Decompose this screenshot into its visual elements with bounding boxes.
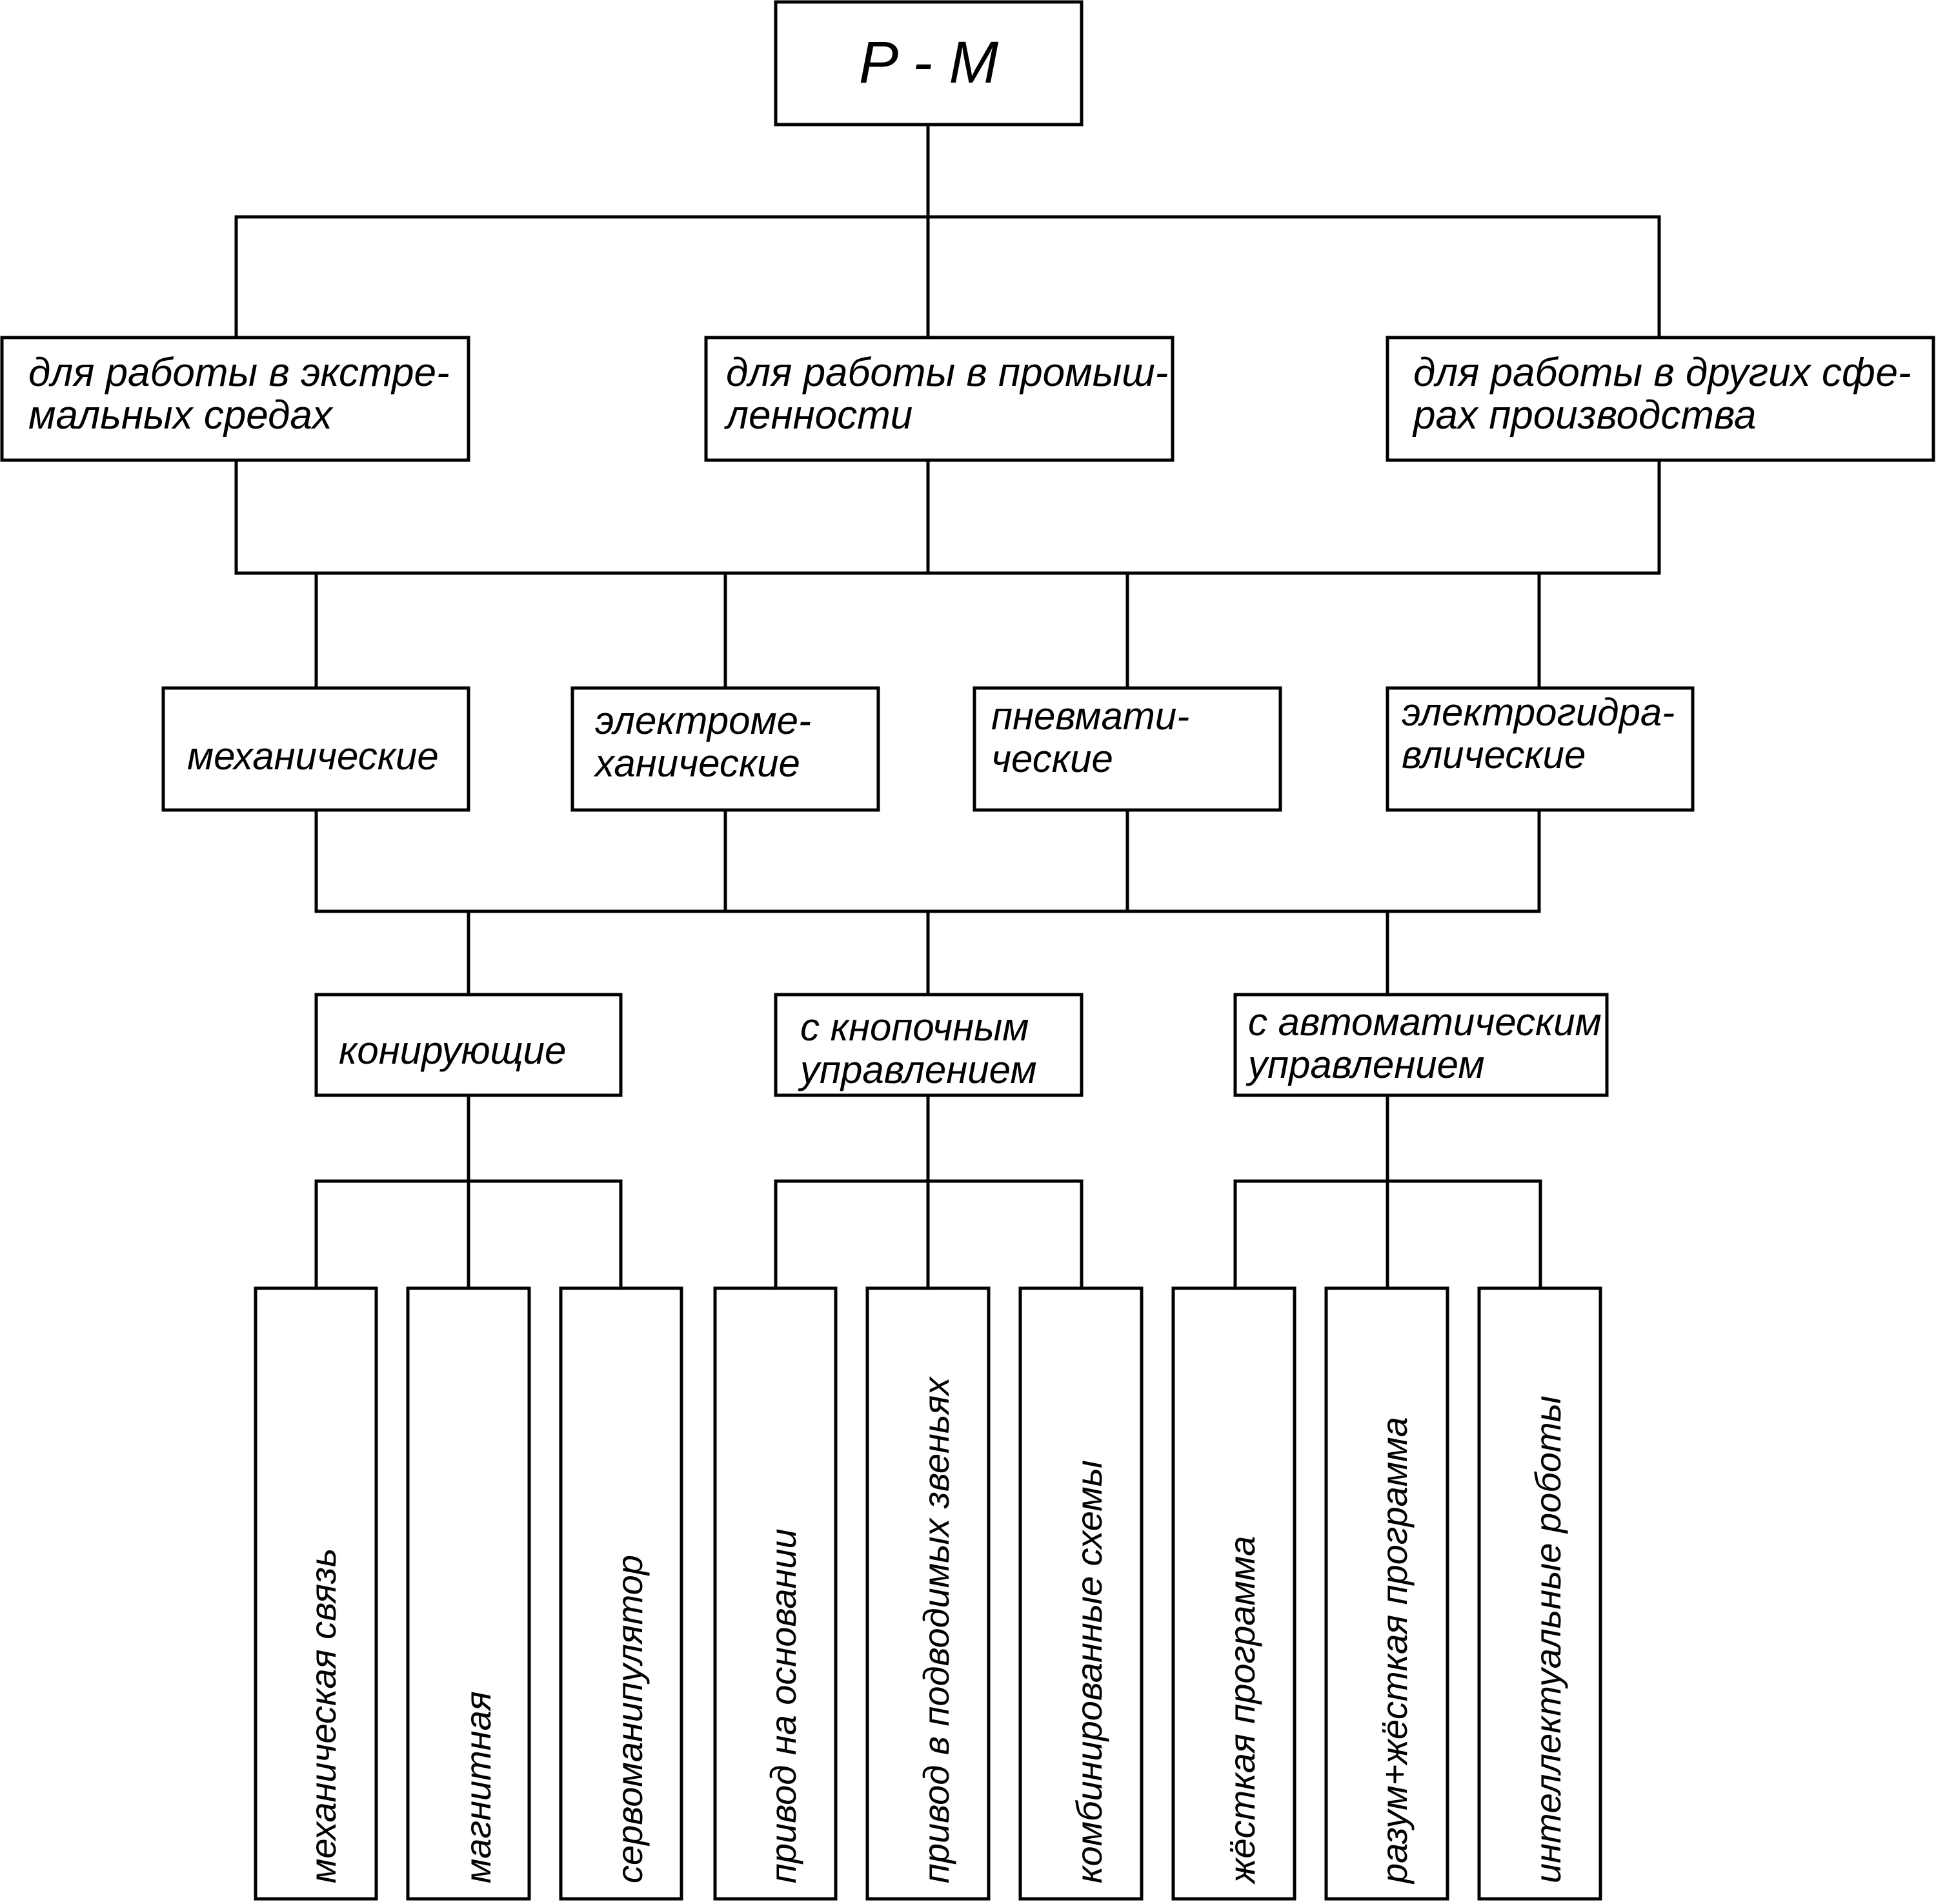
level3-node-button-control: с кнопочным управлением [774, 993, 1084, 1097]
level2-node-pneumatic: пневмати- ческие [973, 686, 1282, 812]
connectors [234, 123, 1661, 1290]
level2-line1: пневмати- [991, 694, 1189, 738]
leaf-label: привод на основании [763, 1528, 803, 1883]
level2-line2: влические [1402, 733, 1586, 776]
leaf-rigid-program: жёсткая программа [1171, 1286, 1296, 1901]
leaf-label: сервоманипулятор [609, 1555, 650, 1883]
level2-node-electrohydraulic: электрогидра- влические [1386, 686, 1695, 812]
level3-line2: управлением [1245, 1043, 1485, 1086]
leaf-mechanical-link: механическая связь [254, 1286, 378, 1901]
level1-line2: ленности [724, 393, 913, 438]
level2-line2: ческие [991, 737, 1113, 780]
leaf-label: комбинированные схемы [1069, 1460, 1109, 1883]
leaf-intelligent-robots: интеллектуальные роботы [1477, 1286, 1602, 1901]
level1-line2: мальных средах [28, 393, 334, 438]
leaf-label: интеллектуальные роботы [1528, 1395, 1568, 1883]
level1-line2: рах производства [1412, 393, 1756, 438]
level2-line2: ханические [593, 742, 800, 785]
root-label: P - M [859, 30, 999, 96]
level1-node-extreme: для работы в экстре- мальных средах [0, 336, 470, 462]
leaf-servomanipulator: сервоманипулятор [559, 1286, 683, 1901]
level1-line1: для работы в экстре- [28, 350, 450, 395]
level3-line1: с кнопочным [800, 1006, 1029, 1049]
level1-node-industry: для работы в промыш- ленности [704, 336, 1175, 462]
level2-line1: электрогидра- [1402, 691, 1675, 734]
leaf-magnetic: магнитная [406, 1286, 531, 1901]
leaf-label: жёсткая программа [1222, 1536, 1262, 1885]
level1-line1: для работы в других сфе- [1413, 350, 1911, 395]
leaf-label: магнитная [458, 1691, 498, 1883]
level1-line1: для работы в промыш- [726, 350, 1168, 395]
leaf-drive-on-base: привод на основании [713, 1286, 838, 1901]
leaf-mind-rigid-program: разум+жёсткая программа [1324, 1286, 1449, 1901]
root-node: P - M [774, 0, 1084, 127]
leaf-combined-schemes: комбинированные схемы [1018, 1286, 1144, 1901]
leaf-label: разум+жёсткая программа [1374, 1417, 1415, 1885]
leaf-label: привод в подводимых звеньях [916, 1376, 956, 1883]
level2-node-electromechanical: электроме- ханические [570, 686, 880, 812]
level2-line1: механические [187, 734, 439, 778]
level1-node-other: для работы в других сфе- рах производств… [1386, 336, 1935, 462]
level3-line1: с автоматическим [1248, 1000, 1602, 1044]
level3-node-copying: конирующие [314, 993, 623, 1097]
level3-node-automatic-control: с автоматическим управлением [1233, 993, 1609, 1097]
leaf-label: механическая связь [303, 1548, 343, 1883]
level3-line2: управлением [798, 1048, 1037, 1091]
level2-line1: электроме- [595, 699, 811, 742]
level2-node-mechanical: механические [161, 686, 470, 812]
level3-line1: конирующие [339, 1029, 566, 1072]
leaf-drive-in-links: привод в подводимых звеньях [865, 1286, 991, 1901]
